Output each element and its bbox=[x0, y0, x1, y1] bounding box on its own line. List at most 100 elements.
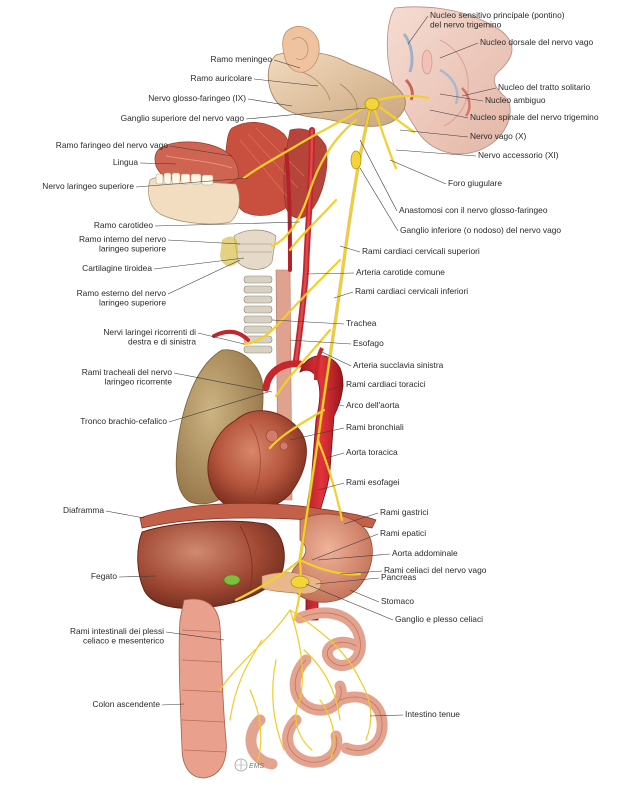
brainstem-section bbox=[386, 6, 513, 155]
leader-line-ramo-esterno bbox=[167, 259, 241, 295]
leader-line-arteria-carotide bbox=[305, 272, 355, 275]
leader-line-trachea bbox=[271, 319, 345, 325]
ganglion-superior bbox=[364, 97, 380, 111]
label-line: Ganglio e plesso celiaci bbox=[395, 614, 483, 624]
label-line: Ramo interno del nervo bbox=[79, 234, 166, 244]
label-line: Rami intestinali dei plessi bbox=[70, 626, 164, 636]
label-line: Tronco brachio-cefalico bbox=[80, 416, 167, 426]
leader-line-esofago bbox=[289, 339, 352, 345]
leader-line-rami-epatici bbox=[311, 533, 379, 561]
liver bbox=[137, 520, 285, 609]
leader-line-nucleo-spinale bbox=[429, 109, 469, 119]
label-arteria-succlavia: Arteria succlavia sinistra bbox=[353, 360, 444, 370]
label-line: Rami epatici bbox=[380, 528, 426, 538]
label-rami-cardiaci-inferiori: Rami cardiaci cervicali inferiori bbox=[355, 286, 468, 296]
leader-line-aorta-addominale bbox=[317, 553, 391, 561]
leader-line-tronco-brachio bbox=[168, 391, 269, 423]
label-line: Pancreas bbox=[381, 572, 416, 582]
label-line: Nervi laringei ricorrenti di bbox=[103, 327, 196, 337]
label-anastomosi: Anastomosi con il nervo glosso-faringeo bbox=[399, 205, 548, 215]
label-nucleo-dorsale: Nucleo dorsale del nervo vago bbox=[480, 37, 593, 47]
label-nucleo-sensitivo: Nucleo sensitivo principale (pontino)del… bbox=[430, 10, 565, 30]
label-rami-gastrici: Rami gastrici bbox=[380, 507, 429, 517]
label-line: Intestino tenue bbox=[405, 709, 460, 719]
label-ganglio-plesso: Ganglio e plesso celiaci bbox=[395, 614, 483, 624]
leader-line-fegato bbox=[118, 575, 157, 578]
celiac-ganglion bbox=[290, 575, 310, 589]
anatomy-illustration bbox=[137, 6, 513, 779]
label-arteria-carotide: Arteria carotide comune bbox=[356, 267, 445, 277]
label-ramo-faringeo: Ramo faringeo del nervo vago bbox=[56, 140, 169, 150]
label-line: Aorta addominale bbox=[392, 548, 458, 558]
label-line: Nucleo dorsale del nervo vago bbox=[480, 37, 593, 47]
label-rami-esofagei: Rami esofagei bbox=[346, 477, 400, 487]
label-line: destra e di sinistra bbox=[128, 337, 196, 347]
label-line: Diaframma bbox=[63, 505, 104, 515]
leader-line-nucleo-ambiguo bbox=[439, 93, 484, 102]
leader-line-cartilagine-tiroidea bbox=[153, 257, 245, 270]
label-line: Trachea bbox=[346, 318, 377, 328]
label-intestino-tenue: Intestino tenue bbox=[405, 709, 460, 719]
label-rami-epatici: Rami epatici bbox=[380, 528, 426, 538]
leader-line-nervo-laringeo-superiore bbox=[135, 177, 249, 188]
label-ganglio-superiore: Ganglio superiore del nervo vago bbox=[121, 113, 245, 123]
label-line: laringeo superiore bbox=[99, 244, 166, 254]
label-fegato: Fegato bbox=[91, 571, 117, 581]
label-line: celiaco e mesenterico bbox=[83, 636, 164, 646]
label-colon: Colon ascendente bbox=[92, 699, 160, 709]
label-rami-bronchiali: Rami bronchiali bbox=[346, 422, 404, 432]
leader-line-arteria-succlavia bbox=[321, 351, 352, 367]
label-line: Nervo accessorio (XI) bbox=[478, 150, 559, 160]
label-ramo-carotideo: Ramo carotideo bbox=[94, 220, 153, 230]
label-arco-aorta: Arco dell'aorta bbox=[346, 400, 400, 410]
label-line: Rami gastrici bbox=[380, 507, 429, 517]
label-line: Rami bronchiali bbox=[346, 422, 404, 432]
label-line: Rami esofagei bbox=[346, 477, 400, 487]
label-line: Ramo meningeo bbox=[211, 54, 273, 64]
label-line: laringeo ricorrente bbox=[105, 377, 173, 387]
label-line: Lingua bbox=[113, 157, 138, 167]
label-line: Stomaco bbox=[381, 596, 414, 606]
label-nervo-laringeo-superiore: Nervo laringeo superiore bbox=[42, 181, 134, 191]
leader-line-rami-intestinali bbox=[165, 631, 225, 641]
label-aorta-addominale: Aorta addominale bbox=[392, 548, 458, 558]
label-nervo-accessorio: Nervo accessorio (XI) bbox=[478, 150, 559, 160]
leader-line-ramo-carotideo bbox=[154, 221, 301, 227]
leader-line-ramo-meningeo bbox=[273, 59, 301, 69]
leader-line-nucleo-sensitivo bbox=[407, 15, 429, 45]
label-line: Ramo esterno del nervo bbox=[77, 288, 167, 298]
small-intestine bbox=[245, 607, 388, 770]
label-line: Arteria succlavia sinistra bbox=[353, 360, 444, 370]
label-nucleo-spinale: Nucleo spinale del nervo trigemino bbox=[470, 112, 599, 122]
label-rami-cardiaci-toracici: Rami cardiaci toracici bbox=[346, 379, 426, 389]
label-line: Rami tracheali del nervo bbox=[82, 367, 173, 377]
vagus-nerve-branches bbox=[219, 94, 430, 761]
label-line: Aorta toracica bbox=[346, 447, 398, 457]
label-layer: Nucleo sensitivo principale (pontino)del… bbox=[42, 10, 599, 719]
label-line: Nucleo sensitivo principale (pontino) bbox=[430, 10, 565, 20]
ems-logo: EMS bbox=[234, 758, 265, 772]
gallbladder bbox=[223, 574, 241, 586]
leader-line-rami-cardiaci-toracici bbox=[327, 384, 345, 391]
leader-line-rami-tracheali bbox=[173, 372, 273, 393]
leader-line-rami-esofagei bbox=[317, 482, 345, 491]
label-line: Fegato bbox=[91, 571, 117, 581]
label-rami-celiaci: Rami celiaci del nervo vago bbox=[384, 565, 487, 575]
label-line: Rami celiaci del nervo vago bbox=[384, 565, 487, 575]
leader-line-nervo-accessorio bbox=[395, 149, 477, 157]
leader-line-diaframma bbox=[105, 510, 145, 519]
label-line: Nucleo del tratto solitario bbox=[498, 82, 591, 92]
label-line: Nervo vago (X) bbox=[470, 131, 527, 141]
label-line: Arco dell'aorta bbox=[346, 400, 400, 410]
leader-line-rami-cardiaci-superiori bbox=[339, 245, 361, 253]
label-line: Rami cardiaci toracici bbox=[346, 379, 426, 389]
label-stomaco: Stomaco bbox=[381, 596, 414, 606]
leader-line-lingua bbox=[139, 162, 177, 165]
label-line: Arteria carotide comune bbox=[356, 267, 445, 277]
label-line: Ganglio inferiore (o nodoso) del nervo v… bbox=[400, 225, 561, 235]
